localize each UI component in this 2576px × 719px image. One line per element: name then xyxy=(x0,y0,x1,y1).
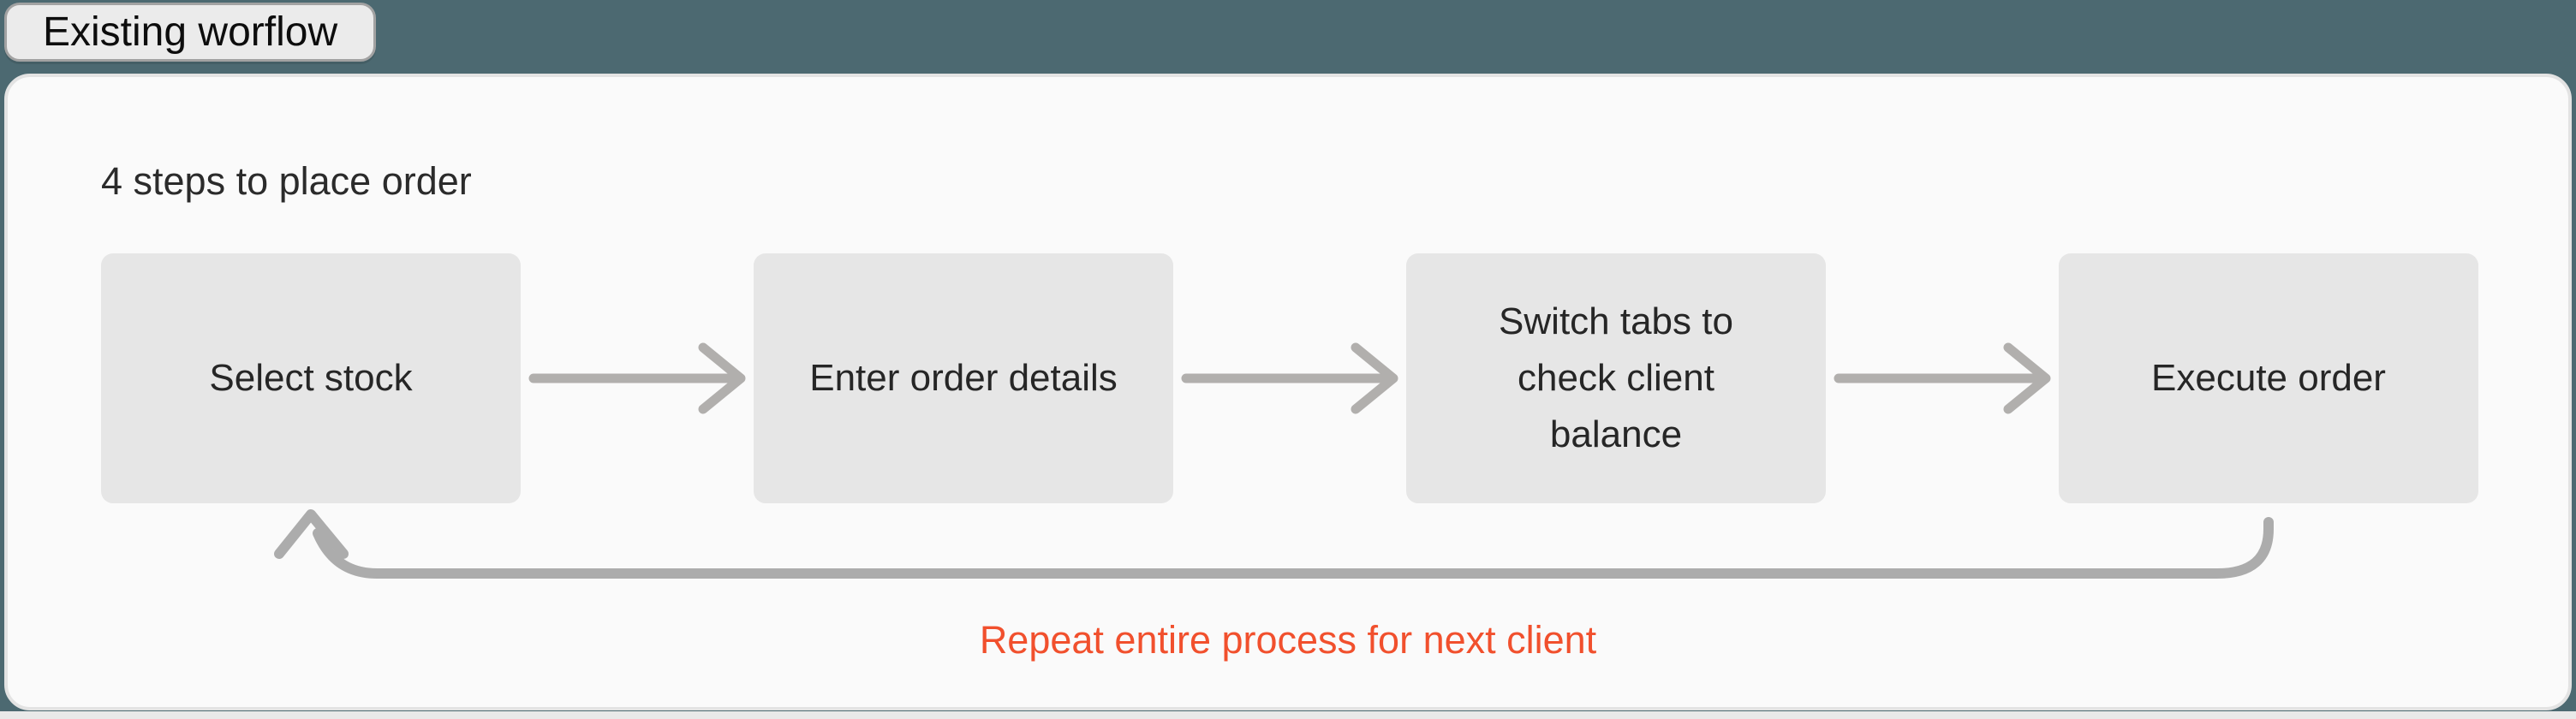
step-label: Select stock xyxy=(209,357,413,399)
step-label: Execute order xyxy=(2151,357,2386,399)
step-box-enter-order-details[interactable]: Enter order details xyxy=(754,253,1173,503)
workflow-title-badge[interactable]: Existing worflow xyxy=(4,3,377,62)
step-box-switch-tabs-check-balance[interactable]: Switch tabs to check client balance xyxy=(1406,253,1826,503)
repeat-process-note: Repeat entire process for next client xyxy=(979,618,1597,662)
step-label: Enter order details xyxy=(809,357,1118,399)
step-label: Switch tabs to check client balance xyxy=(1499,300,1733,455)
workflow-title-badge-label: Existing worflow xyxy=(43,9,338,55)
workflow-steps-heading: 4 steps to place order xyxy=(101,159,472,203)
step-box-execute-order[interactable]: Execute order xyxy=(2059,253,2478,503)
step-box-select-stock[interactable]: Select stock xyxy=(101,253,521,503)
